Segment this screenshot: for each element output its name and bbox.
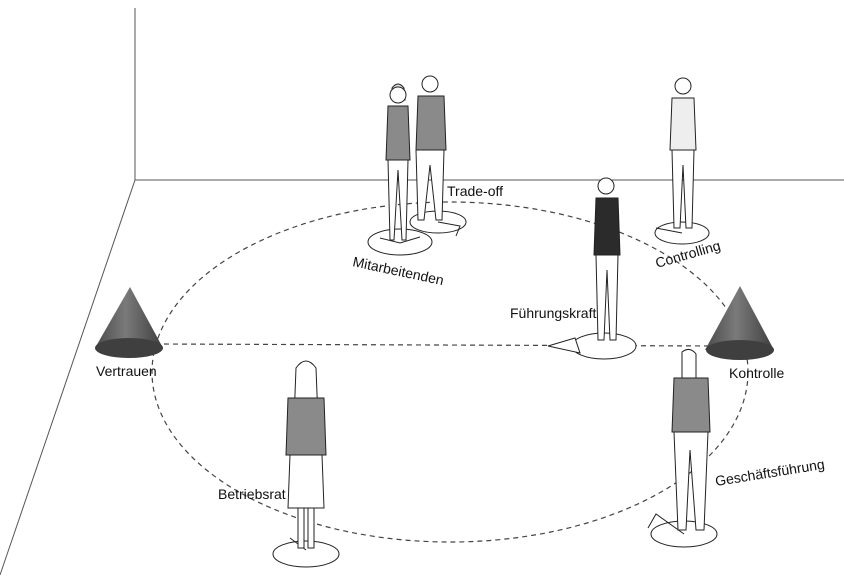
label-trade-off: Trade-off xyxy=(447,183,503,199)
figure-geschaeftsfuehrung xyxy=(647,348,718,548)
room-outline xyxy=(0,8,844,576)
figure-controlling xyxy=(654,77,710,245)
constellation-ellipse xyxy=(151,201,749,543)
cone-vertrauen xyxy=(95,287,163,358)
label-geschaeftsfuehrung: Geschäftsführung xyxy=(714,456,826,489)
figure-fuehrungskraft xyxy=(547,177,637,360)
cone-kontrolle xyxy=(705,286,774,360)
label-betriebsrat: Betriebsrat xyxy=(218,486,286,502)
label-fuehrungskraft: Führungskraft xyxy=(510,305,596,321)
figure-mitarbeitende-man xyxy=(409,75,467,237)
figure-mitarbeitende-woman xyxy=(367,83,433,256)
figure-betriebsrat xyxy=(272,360,340,568)
label-mitarbeitenden: Mitarbeitenden xyxy=(351,253,445,288)
label-vertrauen: Vertrauen xyxy=(96,363,157,379)
label-kontrolle: Kontrolle xyxy=(729,365,784,381)
